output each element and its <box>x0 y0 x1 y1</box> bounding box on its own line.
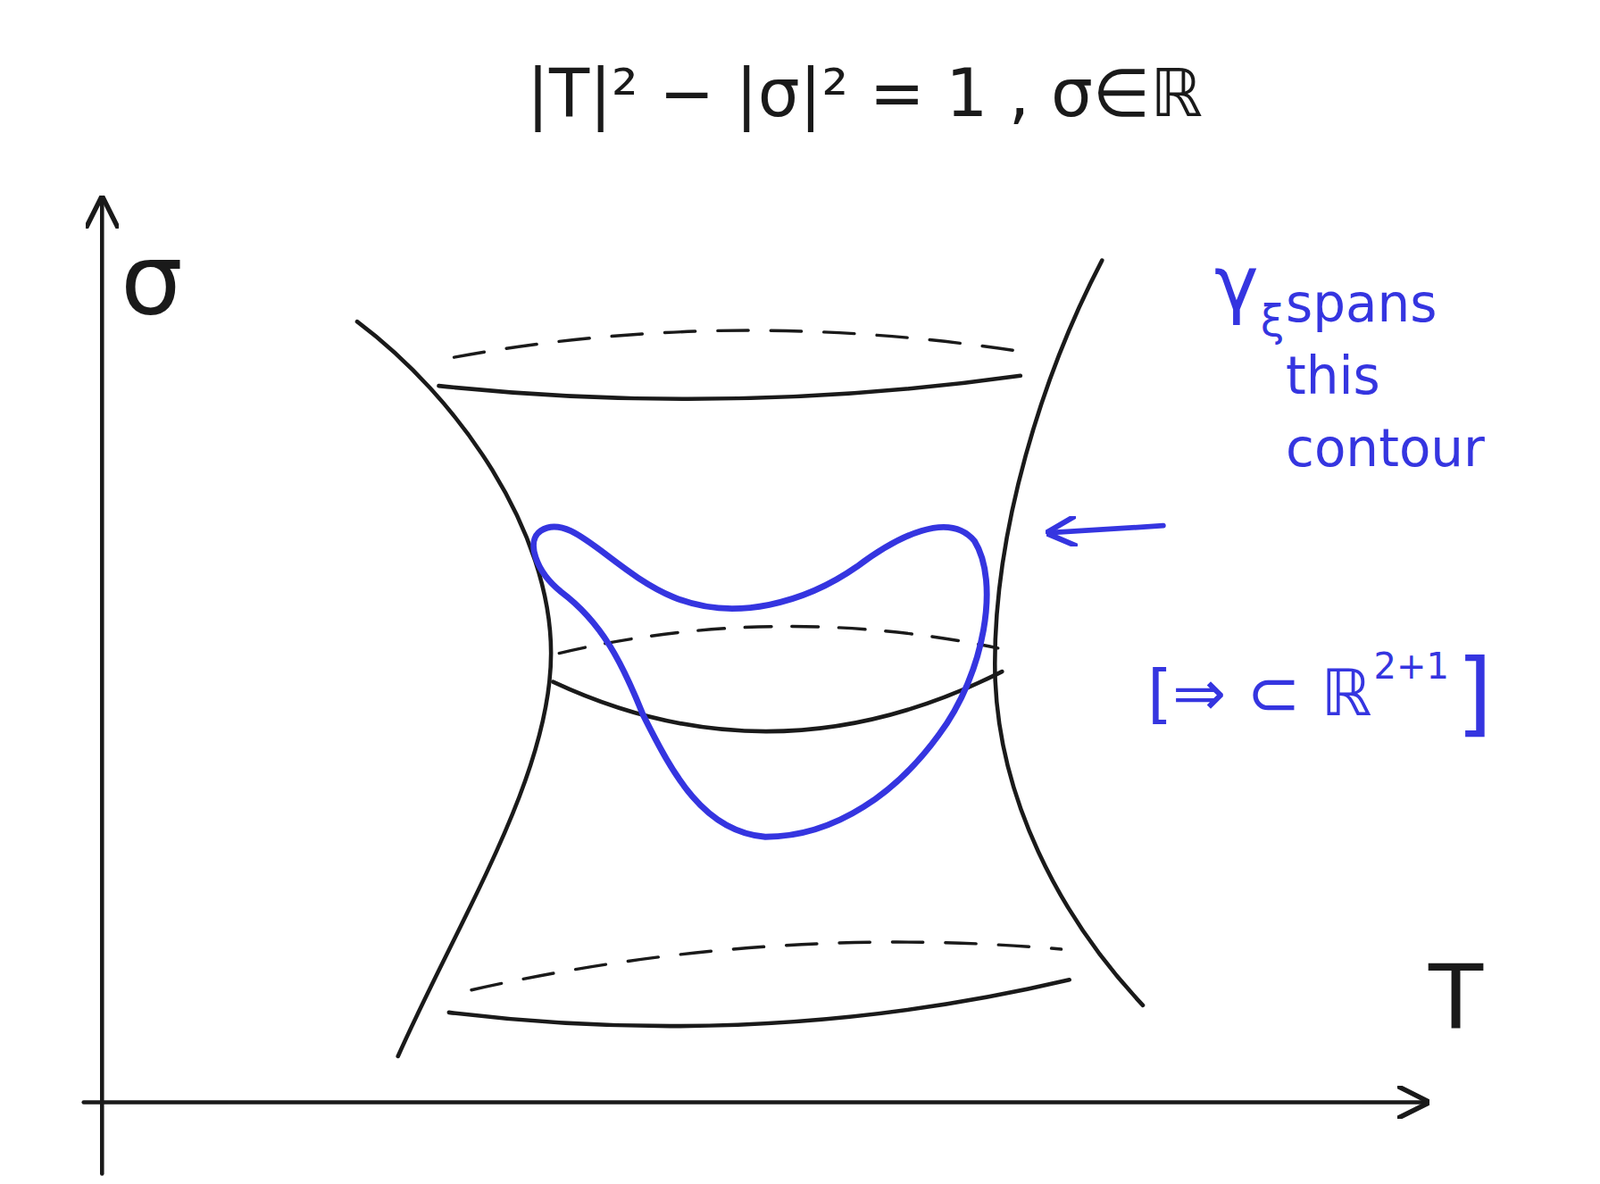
bottom-rim-front <box>449 979 1070 1026</box>
waist-rim-back <box>558 625 998 653</box>
superscript-label: 2+1 <box>1374 645 1450 687</box>
bracket-label: ] <box>1456 640 1493 748</box>
note-label: [⇒ ⊂ ℝ <box>1147 656 1373 731</box>
hyperboloid-right <box>994 260 1143 1006</box>
sigma-axis <box>100 199 105 1174</box>
top-rim-front <box>438 375 1020 400</box>
axis-label: σ <box>120 223 184 337</box>
top-rim-back <box>454 330 1026 358</box>
subscript-label: ξ <box>1260 296 1285 346</box>
leader-arrow <box>1049 525 1164 534</box>
contour-loop <box>533 526 988 837</box>
bottom-rim-back <box>471 941 1062 991</box>
curve-name: γ <box>1214 241 1259 328</box>
axis-label: T <box>1428 946 1484 1050</box>
t-axis <box>83 1100 1427 1105</box>
hyperboloid-left <box>357 321 551 1057</box>
note-label: spans this contour <box>1285 267 1536 486</box>
waist-rim-front <box>552 671 1002 732</box>
equation-label: |T|² − |σ|² = 1 , σ∈ℝ <box>526 55 1203 132</box>
